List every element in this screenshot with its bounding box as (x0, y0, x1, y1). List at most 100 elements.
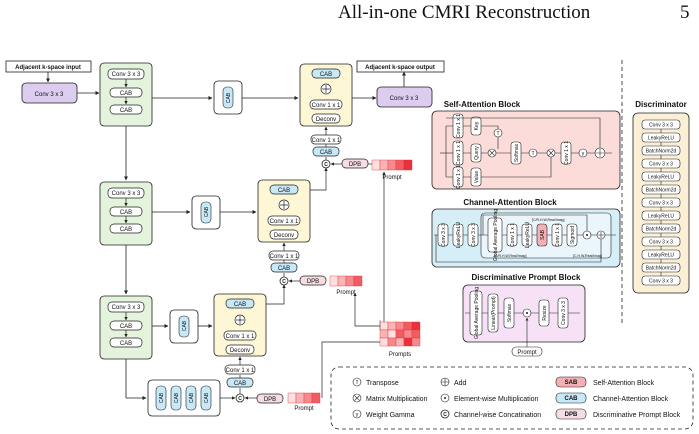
legend (330, 366, 694, 430)
sa-conv-key: Conv 1 x 1 (456, 114, 462, 138)
disc-item-label: Conv 3 x 3 (649, 279, 673, 285)
decoder-block-2 (257, 179, 311, 243)
l3-prompt-strip (287, 392, 321, 404)
dec3-conv-label: Conv 1 x 1 (226, 334, 255, 340)
legend-concat: Channel-wise Concatination (454, 412, 541, 419)
sa-conv-out: Conv 1 x 1 (564, 141, 570, 165)
enc1-cab2-label: CAB (120, 108, 132, 114)
l2-conv1-label: Conv 1 x 1 (270, 254, 299, 260)
disc-item-label: BatchNorm2d (646, 227, 677, 233)
dec3-deconv-label: Deconv (230, 348, 250, 354)
legend-sab: Self-Attention Block (593, 380, 655, 387)
sa-conv-value: Conv 1 x 1 (456, 165, 462, 189)
sa-transpose-2: T (531, 151, 534, 157)
enc2-cab1-label: CAB (120, 210, 132, 216)
enc3-cab1-label: CAB (120, 324, 132, 330)
disc-item-box (641, 275, 681, 286)
sa-transpose: T (496, 131, 499, 137)
prompts-label: Prompts (389, 352, 411, 358)
output-label-box (356, 60, 445, 73)
disc-item-label: BatchNorm2d (646, 266, 677, 272)
legend-concat-icon: C (443, 412, 447, 418)
bn-cab-2: CAB (174, 392, 180, 403)
disc-item-label: Conv 3 x 3 (649, 123, 673, 129)
dec1-deconv-label: Deconv (316, 117, 336, 123)
dp-softmax: Softmax (507, 303, 513, 322)
disc-item-label: Conv 3 x 3 (649, 240, 673, 246)
l2-prompt-label: Prompt (336, 290, 356, 296)
bn-cab-4: CAB (204, 392, 210, 403)
output-conv-label: Conv 3 x 3 (390, 96, 419, 102)
legend-gamma: Weight Gamma (366, 412, 415, 419)
sa-query: Query (474, 146, 480, 160)
dec1-cab-label: CAB (320, 72, 332, 78)
legend-gamma-icon: γ (356, 412, 359, 418)
input-conv-label: Conv 3 x 3 (35, 92, 64, 98)
legend-transpose: Transpose (366, 380, 399, 387)
ca-title: Channel-Attention Block (463, 198, 557, 207)
legend-dpb: Discriminative Prompt Block (593, 412, 681, 419)
l2-prompt-strip (329, 275, 363, 287)
l3-cab-label: CAB (234, 381, 246, 387)
l1-dpb-label: DPB (349, 162, 361, 168)
dec1-conv-label: Conv 1 x 1 (312, 103, 341, 109)
legend-cab-tag: CAB (565, 396, 579, 402)
disc-item-label: Conv 3 x 3 (649, 201, 673, 207)
ca-conv4: Conv 1 x 1 (555, 223, 561, 247)
disc-item-label: Conv 3 x 3 (649, 162, 673, 168)
enc3-conv-label: Conv 3 x 3 (112, 305, 141, 311)
l1-prompt-strip (371, 159, 413, 171)
page-header-title: All-in-one CMRI Reconstruction (338, 2, 591, 23)
disc-item-label: LeakyReLU (648, 253, 675, 259)
ca-leaky1: LeakyReLU (456, 222, 462, 249)
legend-elemmul-icon (444, 397, 446, 399)
legend-dpb-tag: DPB (565, 412, 578, 418)
ca-conv3: Conv 1 x 1 (510, 223, 516, 247)
ca-dim-1: [C/R,H,W,Real/Imag] (532, 218, 565, 222)
legend-matmul-icon (354, 395, 360, 401)
sa-gamma: γ (582, 151, 585, 157)
legend-sab-tag: SAB (565, 380, 578, 386)
input-label-box (5, 60, 92, 73)
disc-item-label: LeakyReLU (648, 175, 675, 181)
dec2-conv-label: Conv 1 x 1 (270, 219, 299, 225)
l1-cab-label: CAB (320, 150, 332, 156)
legend-matmul: Matrix Multiplication (366, 396, 428, 403)
l3-concat: C (238, 396, 242, 402)
enc2-conv-label: Conv 3 x 3 (112, 191, 141, 197)
disc-item-label: BatchNorm2d (646, 149, 677, 155)
sa-value: Value (474, 171, 480, 184)
dp-prompt: Prompt (517, 350, 537, 356)
enc2-cab2-label: CAB (120, 227, 132, 233)
disc-item-label: LeakyReLU (648, 136, 675, 142)
sa-title: Self-Attention Block (444, 100, 521, 109)
disc-item-label: LeakyReLU (648, 214, 675, 220)
bn-cab-3: CAB (189, 392, 195, 403)
ca-leaky2: LeakyReLU (525, 222, 531, 249)
l2-concat: C (282, 279, 286, 285)
l3-dpb-label: DPB (264, 397, 276, 403)
dp-gap: Global Average Pooling (474, 287, 480, 339)
disc-item-label: BatchNorm2d (646, 188, 677, 194)
ca-dim-3: [C,H,W,Real/Imag] (573, 254, 602, 258)
ca-sigmoid: Sigmoid (570, 226, 576, 244)
skip2-cab-label: CAB (204, 206, 210, 217)
enc1-cab1-label: CAB (120, 91, 132, 97)
ca-gap: Global Average Pooling (493, 209, 499, 261)
skip3-cab-label: CAB (182, 320, 188, 331)
ca-sab: SAB (540, 229, 546, 240)
skip1-cab-label: CAB (226, 92, 232, 103)
l1-concat: C (324, 162, 328, 168)
dp-title: Discriminative Prompt Block (472, 273, 581, 282)
l2-dpb-label: DPB (307, 279, 319, 285)
sa-softmax: Softmax (514, 143, 520, 162)
enc1-conv-label: Conv 3 x 3 (112, 72, 141, 78)
ca-conv1: Conv 3 x 3 (441, 223, 447, 247)
legend-add-icon (441, 378, 449, 386)
bn-cab-1: CAB (159, 392, 165, 403)
input-label: Adjacent k-space input (15, 65, 81, 71)
dec2-deconv-label: Deconv (274, 233, 294, 239)
dp-resize: Resize (542, 305, 548, 321)
